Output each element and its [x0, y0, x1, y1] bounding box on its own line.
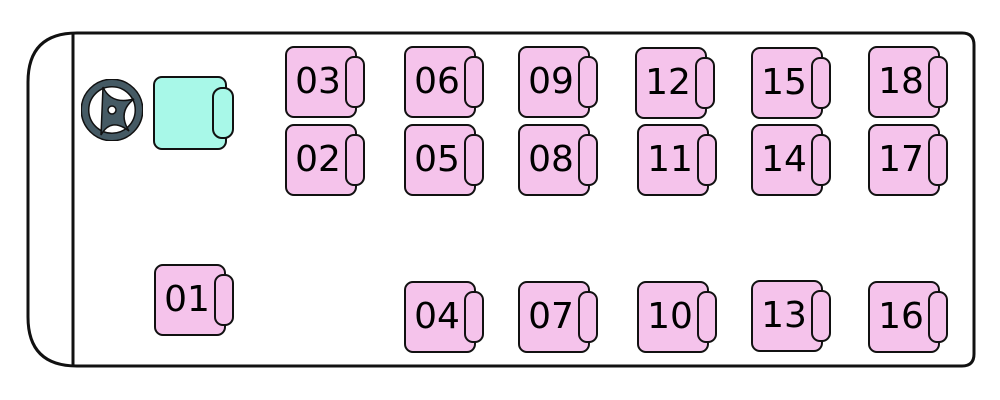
- seat-backrest: [578, 134, 598, 186]
- seat-08[interactable]: 08: [518, 124, 598, 196]
- seat-11[interactable]: 11: [637, 124, 717, 196]
- seat-backrest: [811, 290, 831, 342]
- steering-wheel-icon: [81, 79, 143, 141]
- seat-number: 05: [414, 139, 460, 180]
- seat-backrest: [345, 134, 365, 186]
- seat-backrest: [928, 134, 948, 186]
- seat-number: 03: [295, 61, 341, 102]
- seat-number: 04: [414, 296, 460, 337]
- seat-12[interactable]: 12: [635, 47, 715, 119]
- seat-cushion: [868, 124, 940, 196]
- seat-number: 18: [878, 61, 924, 102]
- seat-05[interactable]: 05: [404, 124, 484, 196]
- seat-number: 13: [761, 295, 807, 336]
- seat-backrest: [928, 291, 948, 343]
- seat-18[interactable]: 18: [868, 46, 948, 118]
- seat-backrest: [578, 56, 598, 108]
- seat-cushion: [404, 281, 476, 353]
- seat-backrest: [578, 291, 598, 343]
- seat-number: 17: [878, 139, 924, 180]
- seat-backrest: [811, 57, 831, 109]
- seat-number: 01: [164, 279, 210, 320]
- seat-06[interactable]: 06: [404, 46, 484, 118]
- seat-10[interactable]: 10: [637, 281, 717, 353]
- seat-04[interactable]: 04: [404, 281, 484, 353]
- seat-backrest: [697, 134, 717, 186]
- seat-number: 11: [647, 139, 693, 180]
- seat-backrest: [214, 274, 234, 326]
- seat-number: 16: [878, 296, 924, 337]
- seat-number: 10: [647, 296, 693, 337]
- seat-02[interactable]: 02: [285, 124, 365, 196]
- seat-number: 15: [761, 62, 807, 103]
- seat-backrest: [345, 56, 365, 108]
- seat-number: 02: [295, 139, 341, 180]
- seat-backrest: [464, 291, 484, 343]
- seat-number: 08: [528, 139, 574, 180]
- seat-13[interactable]: 13: [751, 280, 831, 352]
- seat-17[interactable]: 17: [868, 124, 948, 196]
- seat-15[interactable]: 15: [751, 47, 831, 119]
- seat-number: 09: [528, 61, 574, 102]
- seat-backrest: [928, 56, 948, 108]
- seat-14[interactable]: 14: [751, 124, 831, 196]
- seat-backrest: [695, 57, 715, 109]
- driver-seat: [153, 76, 234, 150]
- seat-16[interactable]: 16: [868, 281, 948, 353]
- seat-backrest: [464, 56, 484, 108]
- seat-number: 12: [645, 62, 691, 103]
- seat-backrest: [464, 134, 484, 186]
- seat-backrest: [811, 134, 831, 186]
- seat-number: 14: [761, 139, 807, 180]
- seat-backrest: [697, 291, 717, 343]
- seat-01[interactable]: 01: [154, 264, 234, 336]
- seat-number: 06: [414, 61, 460, 102]
- seat-03[interactable]: 03: [285, 46, 365, 118]
- driver-seat-backrest: [212, 87, 234, 139]
- seat-09[interactable]: 09: [518, 46, 598, 118]
- seat-number: 07: [528, 296, 574, 337]
- seat-07[interactable]: 07: [518, 281, 598, 353]
